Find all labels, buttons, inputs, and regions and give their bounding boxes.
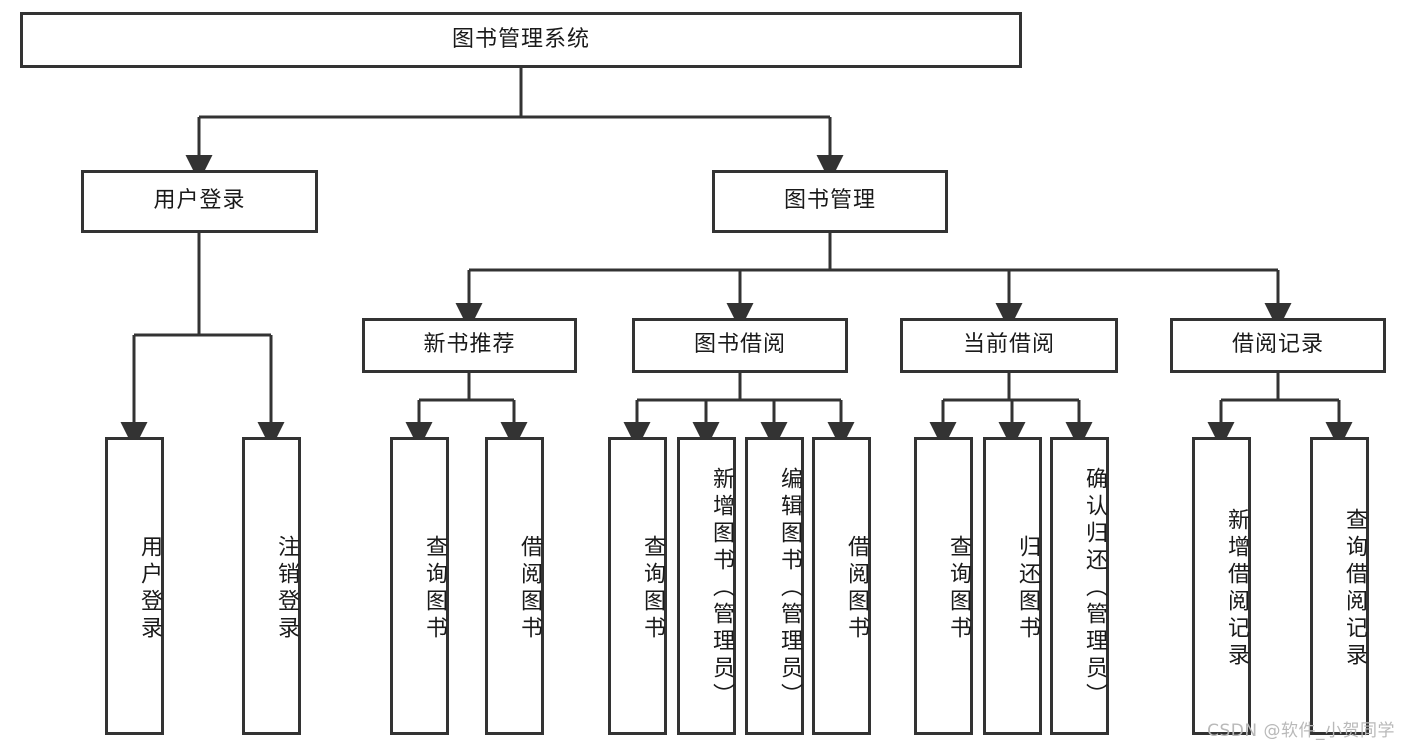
node-leaf-user-logout-label: 注销登录 (274, 535, 299, 643)
node-current-borrow[interactable]: 当前借阅 (900, 318, 1118, 373)
node-leaf-query-book-1-label: 查询图书 (422, 535, 447, 643)
node-current-borrow-label: 当前借阅 (962, 332, 1055, 358)
node-leaf-add-book-label: 新增图书（管理员） (709, 466, 734, 710)
node-new-book-recommend[interactable]: 新书推荐 (362, 318, 577, 373)
node-leaf-confirm-return[interactable]: 确认归还（管理员） (1050, 437, 1109, 735)
node-leaf-return-book[interactable]: 归还图书 (983, 437, 1042, 735)
node-user-login-label: 用户登录 (153, 188, 246, 214)
node-leaf-add-book[interactable]: 新增图书（管理员） (677, 437, 736, 735)
node-leaf-borrow-book-1[interactable]: 借阅图书 (485, 437, 544, 735)
node-leaf-query-record-label: 查询借阅记录 (1342, 508, 1367, 670)
node-leaf-query-book-3[interactable]: 查询图书 (914, 437, 973, 735)
node-book-manage[interactable]: 图书管理 (712, 170, 948, 233)
node-leaf-edit-book[interactable]: 编辑图书（管理员） (745, 437, 804, 735)
node-book-manage-label: 图书管理 (783, 188, 876, 214)
node-leaf-query-book-2[interactable]: 查询图书 (608, 437, 667, 735)
node-root-label: 图书管理系统 (451, 26, 590, 52)
node-leaf-borrow-book-2-label: 借阅图书 (844, 535, 869, 643)
node-leaf-return-book-label: 归还图书 (1015, 535, 1040, 643)
node-borrow-record-label: 借阅记录 (1231, 332, 1324, 358)
node-leaf-edit-book-label: 编辑图书（管理员） (777, 466, 802, 710)
node-leaf-borrow-book-1-label: 借阅图书 (517, 535, 542, 643)
node-book-borrow-label: 图书借阅 (693, 332, 786, 358)
node-leaf-query-book-1[interactable]: 查询图书 (390, 437, 449, 735)
node-leaf-query-record[interactable]: 查询借阅记录 (1310, 437, 1369, 735)
node-new-book-recommend-label: 新书推荐 (423, 332, 516, 358)
node-leaf-user-logout[interactable]: 注销登录 (242, 437, 301, 735)
node-leaf-add-record[interactable]: 新增借阅记录 (1192, 437, 1251, 735)
node-user-login[interactable]: 用户登录 (81, 170, 318, 233)
csdn-watermark: CSDN @软件_小贺同学 (1207, 721, 1395, 741)
node-leaf-query-book-3-label: 查询图书 (946, 535, 971, 643)
node-borrow-record[interactable]: 借阅记录 (1170, 318, 1386, 373)
node-leaf-add-record-label: 新增借阅记录 (1224, 508, 1249, 670)
node-leaf-user-login-label: 用户登录 (137, 535, 162, 643)
node-leaf-borrow-book-2[interactable]: 借阅图书 (812, 437, 871, 735)
node-book-borrow[interactable]: 图书借阅 (632, 318, 848, 373)
node-root[interactable]: 图书管理系统 (20, 12, 1022, 68)
node-leaf-user-login[interactable]: 用户登录 (105, 437, 164, 735)
node-leaf-confirm-return-label: 确认归还（管理员） (1082, 466, 1107, 710)
node-leaf-query-book-2-label: 查询图书 (640, 535, 665, 643)
